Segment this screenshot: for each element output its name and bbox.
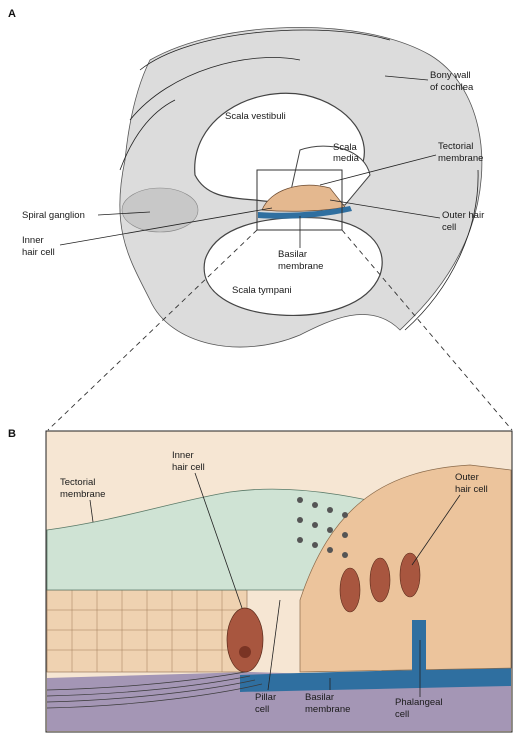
label-tectorial-b-1: Tectorial: [60, 477, 95, 488]
label-scala-media-2: media: [333, 153, 360, 164]
label-tectorial-a-2: membrane: [438, 153, 483, 164]
panel-a-letter: A: [8, 8, 16, 20]
panel-a: A Bony wall of cochlea Scala vestibuli S…: [8, 8, 484, 347]
label-basilar-a-1: Basilar: [278, 249, 307, 260]
label-spiral-ganglion: Spiral ganglion: [22, 210, 85, 221]
panel-b-letter: B: [8, 428, 16, 440]
label-bony-wall-2: of cochlea: [430, 82, 474, 93]
label-phalangeal-2: cell: [395, 709, 409, 720]
phalangeal-column: [412, 620, 426, 680]
label-basilar-b-2: membrane: [305, 704, 350, 715]
label-scala-vestibuli: Scala vestibuli: [225, 111, 286, 122]
label-phalangeal-1: Phalangeal: [395, 697, 443, 708]
label-bony-wall-1: Bony wall: [430, 70, 471, 81]
label-scala-media-1: Scala: [333, 142, 357, 153]
label-outer-hair-a-1: Outer hair: [442, 210, 484, 221]
label-basilar-a-2: membrane: [278, 261, 323, 272]
label-pillar-1: Pillar: [255, 692, 276, 703]
label-tectorial-b-2: membrane: [60, 489, 105, 500]
label-inner-hair-a-2: hair cell: [22, 247, 55, 258]
outer-hair-cell: [370, 558, 390, 602]
label-tectorial-a-1: Tectorial: [438, 141, 473, 152]
inner-hair-cell-nucleus: [239, 646, 251, 658]
panel-b: B: [8, 428, 512, 732]
spiral-ganglion: [122, 188, 198, 232]
label-scala-tympani: Scala tympani: [232, 285, 292, 296]
label-pillar-2: cell: [255, 704, 269, 715]
label-basilar-b-1: Basilar: [305, 692, 334, 703]
label-outer-hair-a-2: cell: [442, 222, 456, 233]
label-inner-hair-a-1: Inner: [22, 235, 44, 246]
label-inner-hair-b-2: hair cell: [172, 462, 205, 473]
label-outer-hair-b-2: hair cell: [455, 484, 488, 495]
label-outer-hair-b-1: Outer: [455, 472, 479, 483]
inner-hair-cell: [227, 608, 263, 672]
outer-hair-cell: [340, 568, 360, 612]
label-inner-hair-b-1: Inner: [172, 450, 194, 461]
outer-hair-cell: [400, 553, 420, 597]
